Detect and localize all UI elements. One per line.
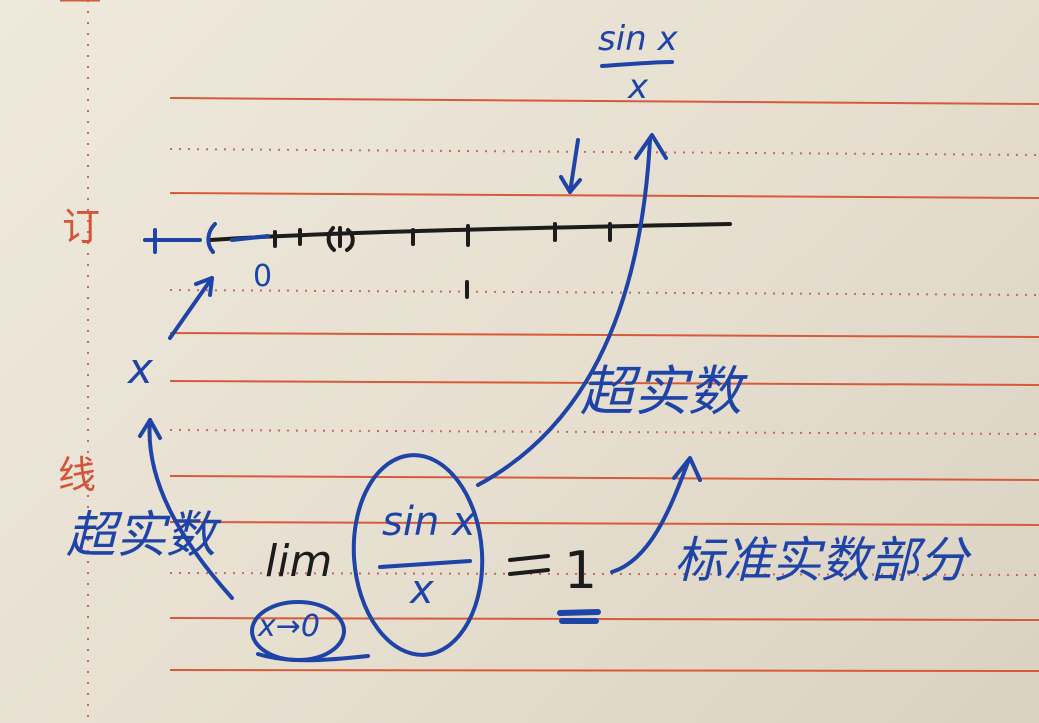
arrowhead <box>194 276 214 297</box>
arrow-fraction-to-top <box>476 138 652 487</box>
x-mark: x <box>128 344 153 393</box>
zero-label: 0 <box>253 259 273 294</box>
arrow-one-to-hyperreal <box>610 460 690 574</box>
blue-line-ends <box>143 222 270 254</box>
equals-bar <box>508 568 550 576</box>
lim-label: lim <box>265 536 333 587</box>
result-one: 1 <box>564 541 598 601</box>
arrow-hyperreal-to-x <box>147 418 234 600</box>
ruled-line <box>169 475 1039 481</box>
margin-label-ding: 订 <box>62 205 101 249</box>
top-fraction-numerator: sin x <box>598 19 678 59</box>
hyperreal-label-right: 超实数 <box>580 360 742 423</box>
bracket-mark <box>345 228 355 252</box>
limit-subscript: x→0 <box>258 609 320 644</box>
arrowhead <box>559 175 582 194</box>
standard-part-label: 标准实数部分 <box>674 532 969 589</box>
arrowhead <box>138 418 162 440</box>
ruled-lines <box>60 0 1039 723</box>
top-fraction-bar <box>600 60 674 68</box>
blue-bracket <box>206 222 217 254</box>
hyperreal-label-left: 超实数 <box>66 506 216 564</box>
number-line <box>208 222 732 299</box>
ruled-line <box>169 617 1039 621</box>
blue-arrows <box>138 60 702 663</box>
dotted-line <box>169 289 1039 296</box>
underline-subscript <box>256 652 370 663</box>
arrowhead <box>672 456 702 482</box>
circle-around-fraction <box>351 453 485 657</box>
dotted-line <box>169 572 1039 576</box>
ruled-line <box>169 521 1039 526</box>
fraction-denominator: x <box>410 567 434 613</box>
dotted-line <box>169 429 1039 435</box>
bracket-mark <box>326 226 336 252</box>
ruled-line <box>169 669 1039 672</box>
underline-one <box>557 609 601 616</box>
fraction-bar <box>378 559 472 569</box>
ruled-line <box>169 192 1039 199</box>
equals-sign <box>508 554 550 576</box>
arrow-down <box>568 138 580 194</box>
blue-axis-extension <box>230 234 270 242</box>
ruled-line <box>169 332 1039 338</box>
dotted-line <box>169 148 1039 156</box>
ruled-line <box>169 380 1039 386</box>
fraction-numerator: sin x <box>382 499 476 545</box>
arrowhead <box>634 133 668 160</box>
top-fraction-denominator: x <box>628 67 649 107</box>
margin-label-xian: 线 <box>58 453 97 497</box>
ruled-line <box>169 97 1039 105</box>
equals-bar <box>508 554 550 562</box>
arrow-x-to-line <box>168 276 214 340</box>
